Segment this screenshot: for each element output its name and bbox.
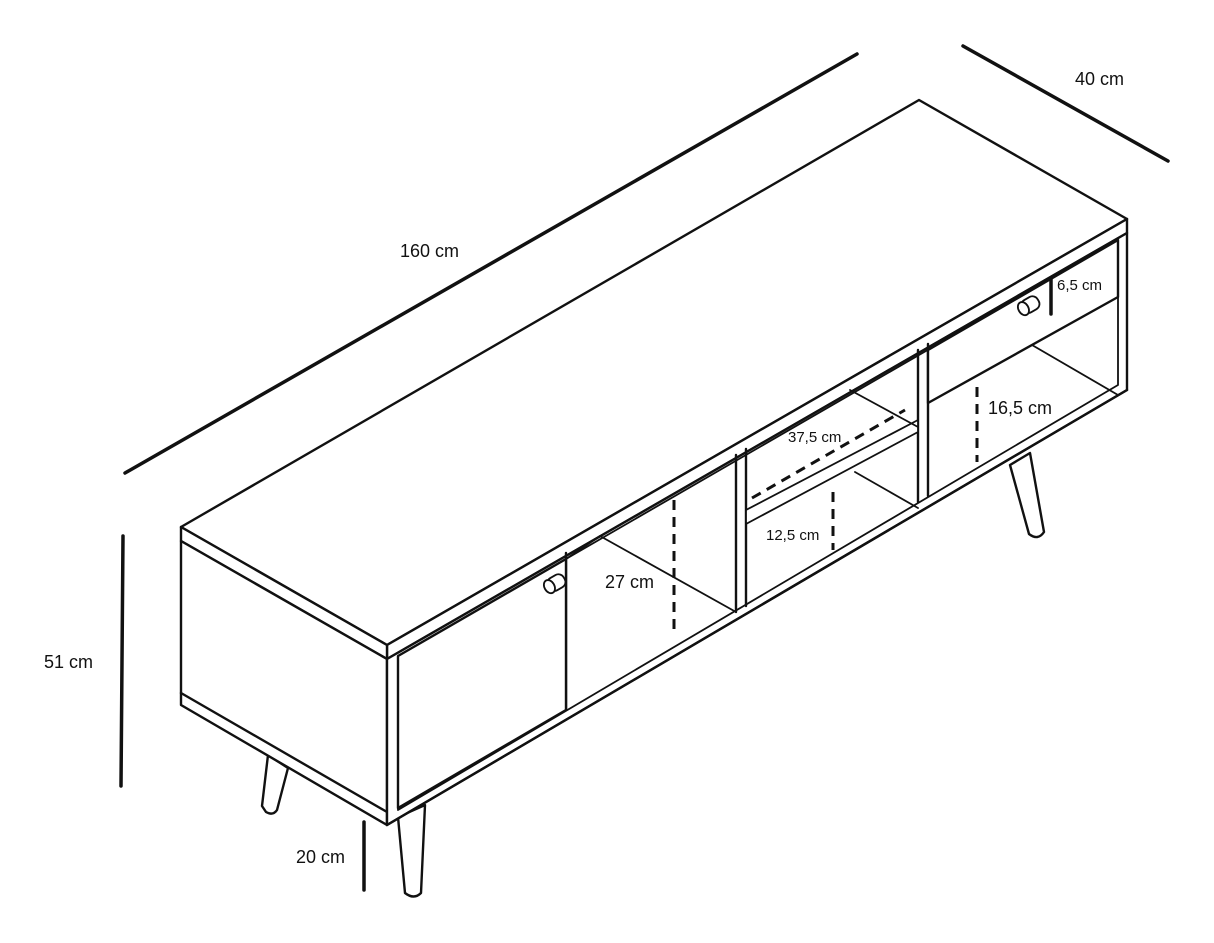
mid-depth-dimension-dashed: [751, 408, 906, 500]
leg-label: 20 cm: [296, 847, 345, 867]
legs: [260, 451, 1046, 898]
mid-lower-label: 12,5 cm: [766, 527, 819, 544]
width-dimension-line: [123, 52, 859, 475]
middle-upper-back-edge: [849, 389, 919, 428]
leg-front-left: [396, 803, 427, 898]
leg-back-left: [260, 753, 290, 815]
width-label: 160 cm: [400, 241, 459, 261]
right-drawer: [926, 238, 1120, 405]
middle-lower-back-edge: [854, 471, 919, 509]
leg-front-right: [1008, 451, 1046, 539]
knobs: [542, 295, 1041, 595]
front-bottom-edge: [385, 388, 1129, 827]
left-compartment-back-edge: [599, 535, 737, 613]
right-shelf-label: 16,5 cm: [988, 398, 1052, 418]
right-compartment-back-top: [1031, 344, 1119, 396]
cabinet: [179, 98, 1129, 827]
depth-label: 40 cm: [1075, 69, 1124, 89]
drawer-label: 6,5 cm: [1057, 277, 1102, 294]
left-shelf-label: 27 cm: [605, 572, 654, 592]
drawer-knob-icon: [1016, 295, 1041, 317]
door-knob-icon: [542, 573, 567, 595]
left-compartment-back-top: [565, 535, 601, 560]
height-dimension-line: [119, 534, 125, 788]
left-side-bottom-edge: [179, 691, 389, 814]
height-label: 51 cm: [44, 652, 93, 672]
mid-depth-label: 37,5 cm: [788, 429, 841, 446]
depth-dimension-line: [961, 44, 1170, 163]
middle-shelf: [745, 419, 919, 525]
left-door: [396, 557, 568, 810]
left-side-inner-edge: [180, 704, 388, 826]
